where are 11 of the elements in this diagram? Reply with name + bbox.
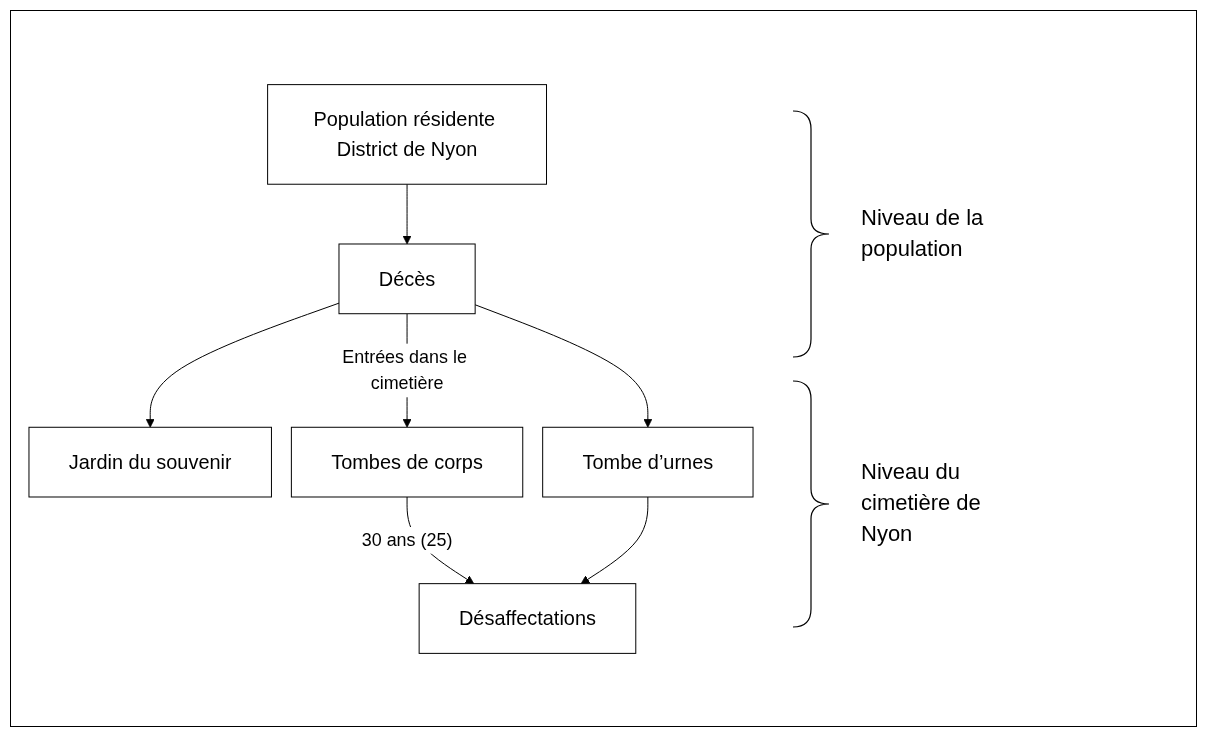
node-box: Décès: [338, 243, 476, 314]
edge-label: Entrées dans le cimetière: [342, 346, 467, 393]
node-box: Désaffectations: [418, 582, 637, 654]
level-label: Niveau du cimetière de Nyon: [861, 458, 982, 548]
node-box: Jardin du souvenir: [28, 426, 272, 497]
node-box: Tombes de corps: [290, 426, 524, 497]
arrow: [474, 303, 653, 428]
level-label: Niveau de la population: [861, 203, 985, 263]
edge-label: 30 ans (25): [361, 529, 453, 550]
node-box: Population résidente District de Nyon: [267, 83, 547, 185]
node-box: Tombe d’urnes: [542, 426, 754, 497]
